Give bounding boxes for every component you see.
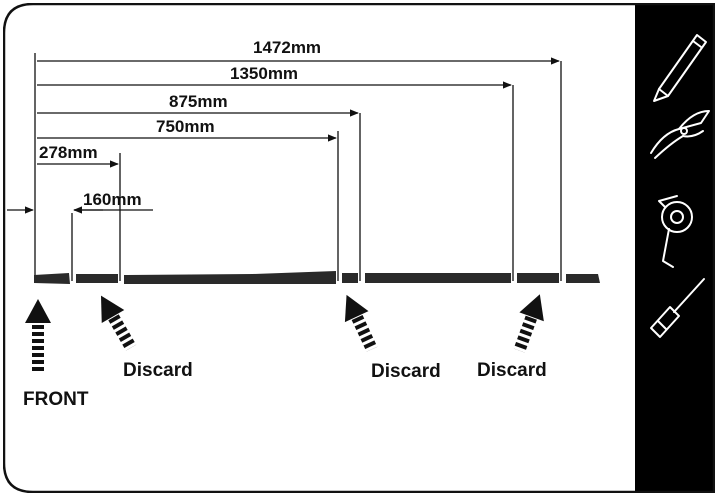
discard-arrow-2	[344, 294, 378, 352]
dim-label-875: 875mm	[169, 92, 228, 111]
discard-label-2: Discard	[371, 361, 441, 382]
discard-arrow-3	[513, 294, 544, 353]
rail-segment-front	[34, 273, 70, 284]
front-label: FRONT	[23, 389, 89, 410]
front-arrow	[25, 299, 51, 373]
tool-sidebar	[635, 4, 714, 492]
discard-label-1: Discard	[123, 360, 193, 381]
frame-border	[3, 3, 715, 493]
diagram-frame: 1472mm 1350mm 875mm 750mm 278mm 160mm FR…	[3, 3, 715, 493]
rail-segment-discard-2	[342, 273, 358, 283]
dim-label-160: 160mm	[83, 190, 142, 209]
rail-segment-middle	[365, 273, 511, 283]
rail-segment-end	[566, 274, 600, 283]
screwdriver-icon	[650, 278, 705, 338]
dimension-lines	[7, 57, 560, 214]
side-cutter-pliers-icon	[650, 110, 710, 159]
rail-segment-discard-1	[76, 274, 118, 283]
rail-segment-main	[124, 271, 336, 284]
discard-label-3: Discard	[477, 360, 547, 381]
pencil-icon	[653, 34, 707, 102]
dim-label-1350: 1350mm	[230, 64, 298, 83]
rail-strip	[34, 271, 600, 284]
dim-label-278: 278mm	[39, 143, 98, 162]
discard-arrow-1	[101, 295, 137, 351]
rail-segment-discard-3	[517, 273, 559, 283]
tape-measure-icon	[658, 195, 693, 268]
dim-label-1472: 1472mm	[253, 38, 321, 57]
dim-label-750: 750mm	[156, 117, 215, 136]
reference-lines	[34, 53, 562, 281]
